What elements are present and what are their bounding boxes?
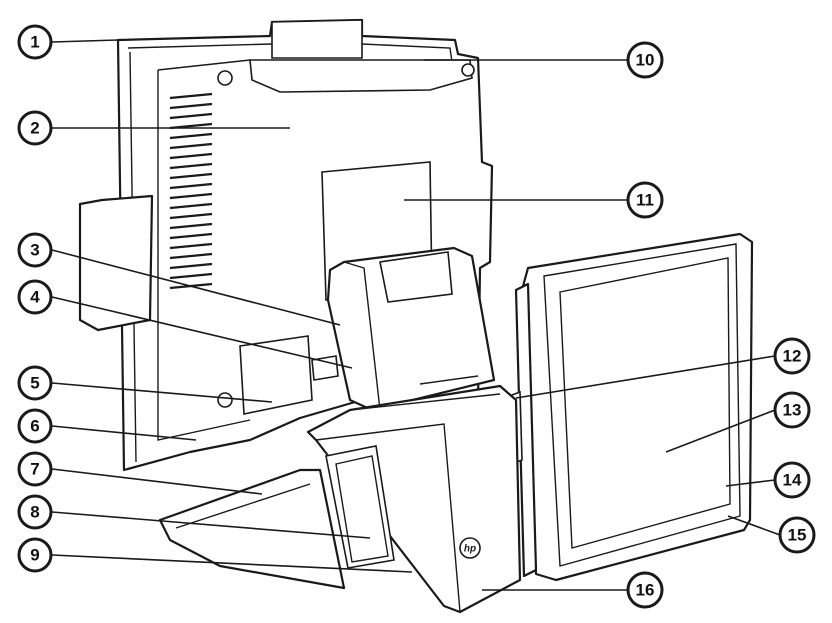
callouts: 1 2 3 4 5 6 7 8 9 10 11 — [17, 24, 816, 609]
hp-logo-icon: hp — [459, 537, 481, 559]
callout-6-label: 6 — [30, 417, 39, 436]
callout-15: 15 — [778, 516, 816, 554]
callout-11: 11 — [626, 181, 664, 219]
screw — [217, 70, 233, 86]
callout-14-label: 14 — [783, 471, 802, 490]
callout-5-label: 5 — [30, 374, 39, 393]
leader-1 — [51, 39, 119, 43]
callout-12-label: 12 — [783, 347, 802, 366]
leader-5 — [51, 382, 273, 403]
callout-13: 13 — [773, 391, 811, 429]
leader-6 — [51, 425, 197, 441]
lower-rear-panel — [239, 335, 313, 415]
callout-7: 7 — [17, 451, 53, 487]
callout-16: 16 — [626, 571, 664, 609]
callout-2-label: 2 — [30, 119, 39, 138]
callout-1: 1 — [17, 24, 53, 60]
leader-15 — [727, 515, 781, 536]
leader-lines — [51, 39, 781, 591]
leader-14 — [725, 479, 776, 487]
callout-9-label: 9 — [30, 546, 39, 565]
svg-text:hp: hp — [464, 544, 476, 555]
callout-16-label: 16 — [636, 581, 655, 600]
callout-8-label: 8 — [30, 503, 39, 522]
callout-13-label: 13 — [783, 401, 802, 420]
leader-12 — [515, 355, 776, 399]
leader-3 — [51, 249, 341, 326]
callout-5: 5 — [17, 365, 53, 401]
callout-8: 8 — [17, 494, 53, 530]
leader-8 — [51, 511, 371, 539]
leader-9 — [51, 554, 413, 573]
callout-4: 4 — [17, 279, 53, 315]
callout-3: 3 — [17, 232, 53, 268]
callout-3-label: 3 — [30, 241, 39, 260]
callout-7-label: 7 — [30, 460, 39, 479]
screw — [461, 63, 475, 77]
callout-6: 6 — [17, 408, 53, 444]
leader-7 — [51, 468, 263, 495]
base-front-panel — [325, 445, 395, 569]
callout-2: 2 — [17, 110, 53, 146]
callout-12: 12 — [773, 337, 811, 375]
customer-display — [503, 232, 754, 582]
callout-15-label: 15 — [788, 526, 807, 545]
callout-10-label: 10 — [636, 51, 655, 70]
port-block — [311, 355, 339, 381]
leader-4 — [51, 296, 353, 369]
leader-13 — [665, 409, 776, 453]
callout-4-label: 4 — [30, 288, 40, 307]
screw — [217, 392, 233, 408]
rear-vent — [169, 92, 213, 290]
callout-10: 10 — [626, 41, 664, 79]
callout-1-label: 1 — [30, 33, 39, 52]
callout-14: 14 — [773, 461, 811, 499]
callout-11-label: 11 — [636, 191, 654, 210]
callout-9: 9 — [17, 537, 53, 573]
monitor-neck — [326, 246, 496, 412]
